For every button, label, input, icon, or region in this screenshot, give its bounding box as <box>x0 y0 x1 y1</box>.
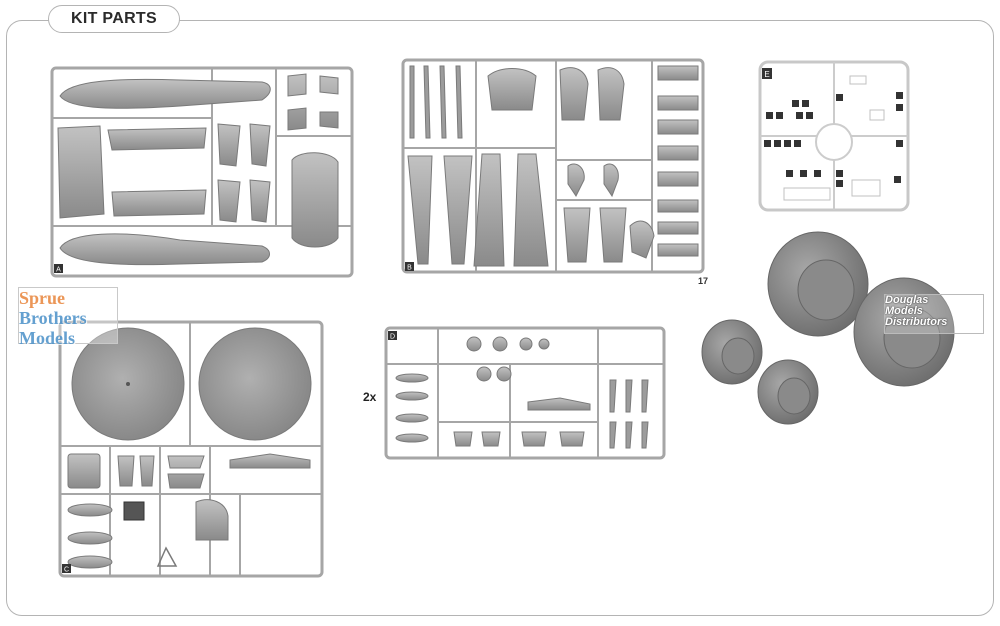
watermark-right: Douglas Models Distributors <box>884 294 984 334</box>
sprue-d: D <box>384 326 666 460</box>
sprue-a: A <box>50 66 354 278</box>
sprue-d-letter: D <box>390 334 395 341</box>
sprue-c: C <box>58 320 324 578</box>
sprue-e: E <box>758 60 910 212</box>
watermark-right-line-3: Distributors <box>885 316 948 328</box>
page-marker: 17 <box>698 276 709 286</box>
page-title: KIT PARTS <box>48 5 180 33</box>
sprue-b: B <box>401 58 705 274</box>
watermark-right-line-1: Douglas <box>885 294 929 306</box>
sprue-a-letter: A <box>56 267 61 274</box>
watermark-left-line-2: Brothers <box>19 308 87 328</box>
sprue-e-letter: E <box>764 70 769 79</box>
watermark-left: Sprue Brothers Models <box>18 287 118 348</box>
watermark-right-line-2: Models <box>885 305 923 317</box>
sprue-d-quantity: 2x <box>363 390 377 404</box>
kit-parts-frame <box>6 20 994 616</box>
watermark-left-line-3: Models <box>19 328 75 348</box>
sprue-b-letter: B <box>407 265 412 272</box>
sprue-c-letter: C <box>64 567 69 574</box>
resin-wheels <box>701 231 955 425</box>
watermark-left-line-1: Sprue <box>19 288 66 308</box>
